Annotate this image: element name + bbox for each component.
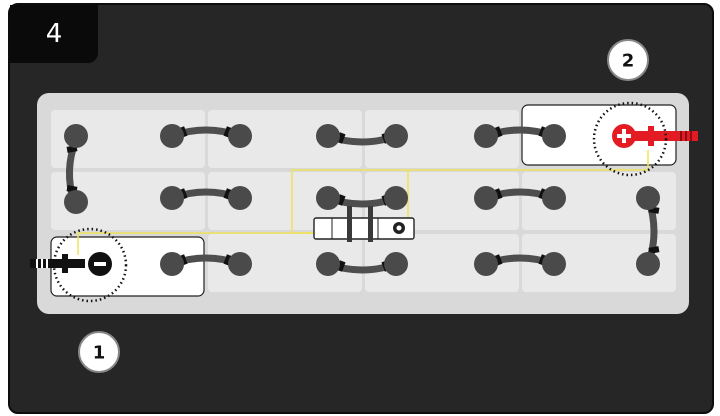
battery-post — [316, 124, 340, 148]
cell — [208, 172, 362, 230]
battery-post — [384, 186, 408, 210]
sense-wire-positive — [291, 150, 649, 234]
marker-2-label: 2 — [622, 51, 635, 72]
cell — [208, 110, 362, 168]
battery-post — [228, 124, 252, 148]
positive-highlight-ring — [592, 101, 668, 177]
battery-posts — [64, 124, 660, 276]
cell — [208, 234, 362, 292]
cell-grid — [51, 110, 676, 292]
cell — [365, 110, 519, 168]
battery-post — [542, 124, 566, 148]
battery-post — [160, 252, 184, 276]
marker-2: 2 — [607, 39, 649, 81]
battery-post — [228, 252, 252, 276]
battery-post — [384, 252, 408, 276]
sense-wire-negative — [77, 232, 314, 255]
marker-1-label: 1 — [93, 343, 106, 364]
battery-post — [160, 186, 184, 210]
cell — [522, 234, 676, 292]
battery-post — [474, 124, 498, 148]
battery-post — [542, 186, 566, 210]
positive-terminal — [592, 101, 698, 177]
negative-highlight-ring — [52, 227, 128, 303]
battery-post — [316, 186, 340, 210]
battery-post — [160, 124, 184, 148]
battery-post — [474, 252, 498, 276]
battery-post — [316, 252, 340, 276]
negative-terminal — [30, 227, 128, 303]
cell — [365, 172, 519, 230]
battery-post — [384, 124, 408, 148]
battery-post — [64, 190, 88, 214]
marker-1: 1 — [78, 331, 120, 373]
battery-post — [542, 252, 566, 276]
battery-post — [636, 186, 660, 210]
cell — [51, 172, 205, 230]
battery-post — [636, 252, 660, 276]
cell — [522, 172, 676, 230]
step-number: 4 — [45, 19, 63, 49]
step-number-tab: 4 — [10, 5, 98, 63]
battery-post — [474, 186, 498, 210]
cell — [51, 110, 205, 168]
cell — [365, 234, 519, 292]
battery-post — [64, 124, 88, 148]
battery-monitor-device — [313, 206, 415, 242]
battery-post — [228, 186, 252, 210]
